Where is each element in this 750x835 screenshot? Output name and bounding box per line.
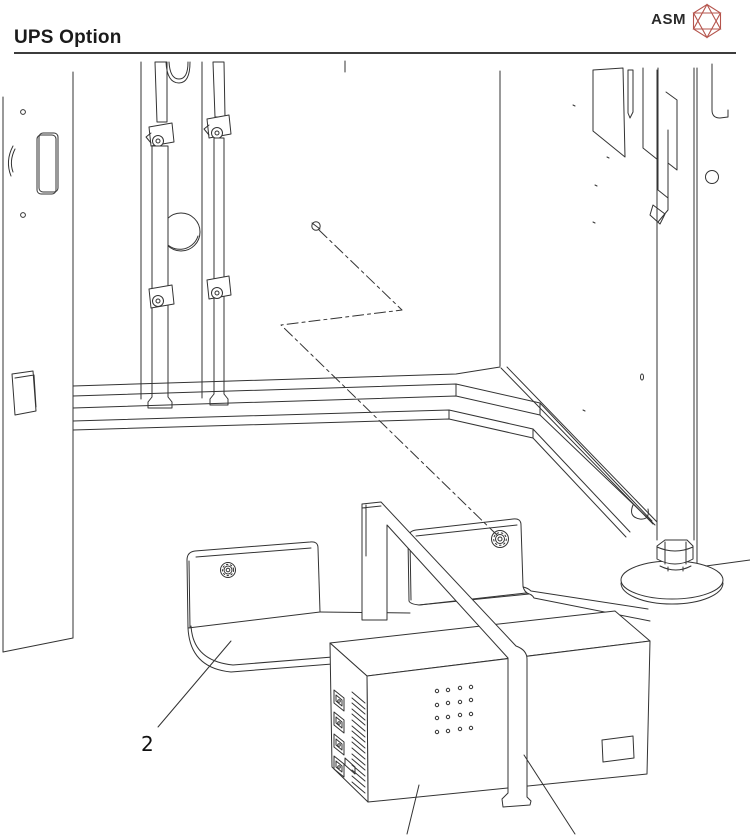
back-wall-rails [145,61,232,409]
callout-2-label: 2 [141,732,154,756]
right-wall-hole [705,170,719,184]
leveling-foot [620,539,750,605]
bracket-flange [187,627,346,673]
iec-outlet-bank [333,689,356,778]
floor-sill [72,366,658,538]
side-vent-grille [351,691,366,794]
mounting-bracket-left [186,541,411,673]
foot-nut [656,539,694,565]
top-hole-arc [165,61,191,84]
asm-logo-icon [692,3,722,39]
vent-dot-grid [434,684,474,735]
ups-left-face [329,642,369,803]
cabinet-back-wall [140,60,501,400]
bracket-plate [186,541,321,629]
hold-down-strap [361,501,532,808]
callouts: 2 [141,640,576,835]
inner-panel [592,67,626,158]
rail-right [203,61,232,406]
side-label [344,757,356,775]
screw-assembly [280,221,499,537]
foot-base [620,560,724,600]
leader-bracket [157,640,232,728]
cable-clip [631,504,649,520]
ups-unit [329,610,651,803]
cabinet-right-wall [572,63,729,564]
leader-ups [406,784,420,835]
cabinet-left-wall [2,71,74,653]
panel-hook [711,63,729,119]
page-title: UPS Option [14,27,122,48]
floor-cutout [11,370,37,416]
title-rule [14,52,736,54]
centerline [280,229,499,537]
rail-left [145,61,175,409]
mounting-bracket-right [407,518,651,622]
leader-strap [523,754,576,835]
brand-text: ASM [651,11,686,28]
rating-label [601,735,635,763]
edge-cutout [7,145,16,177]
door-latch-slot [36,134,57,195]
